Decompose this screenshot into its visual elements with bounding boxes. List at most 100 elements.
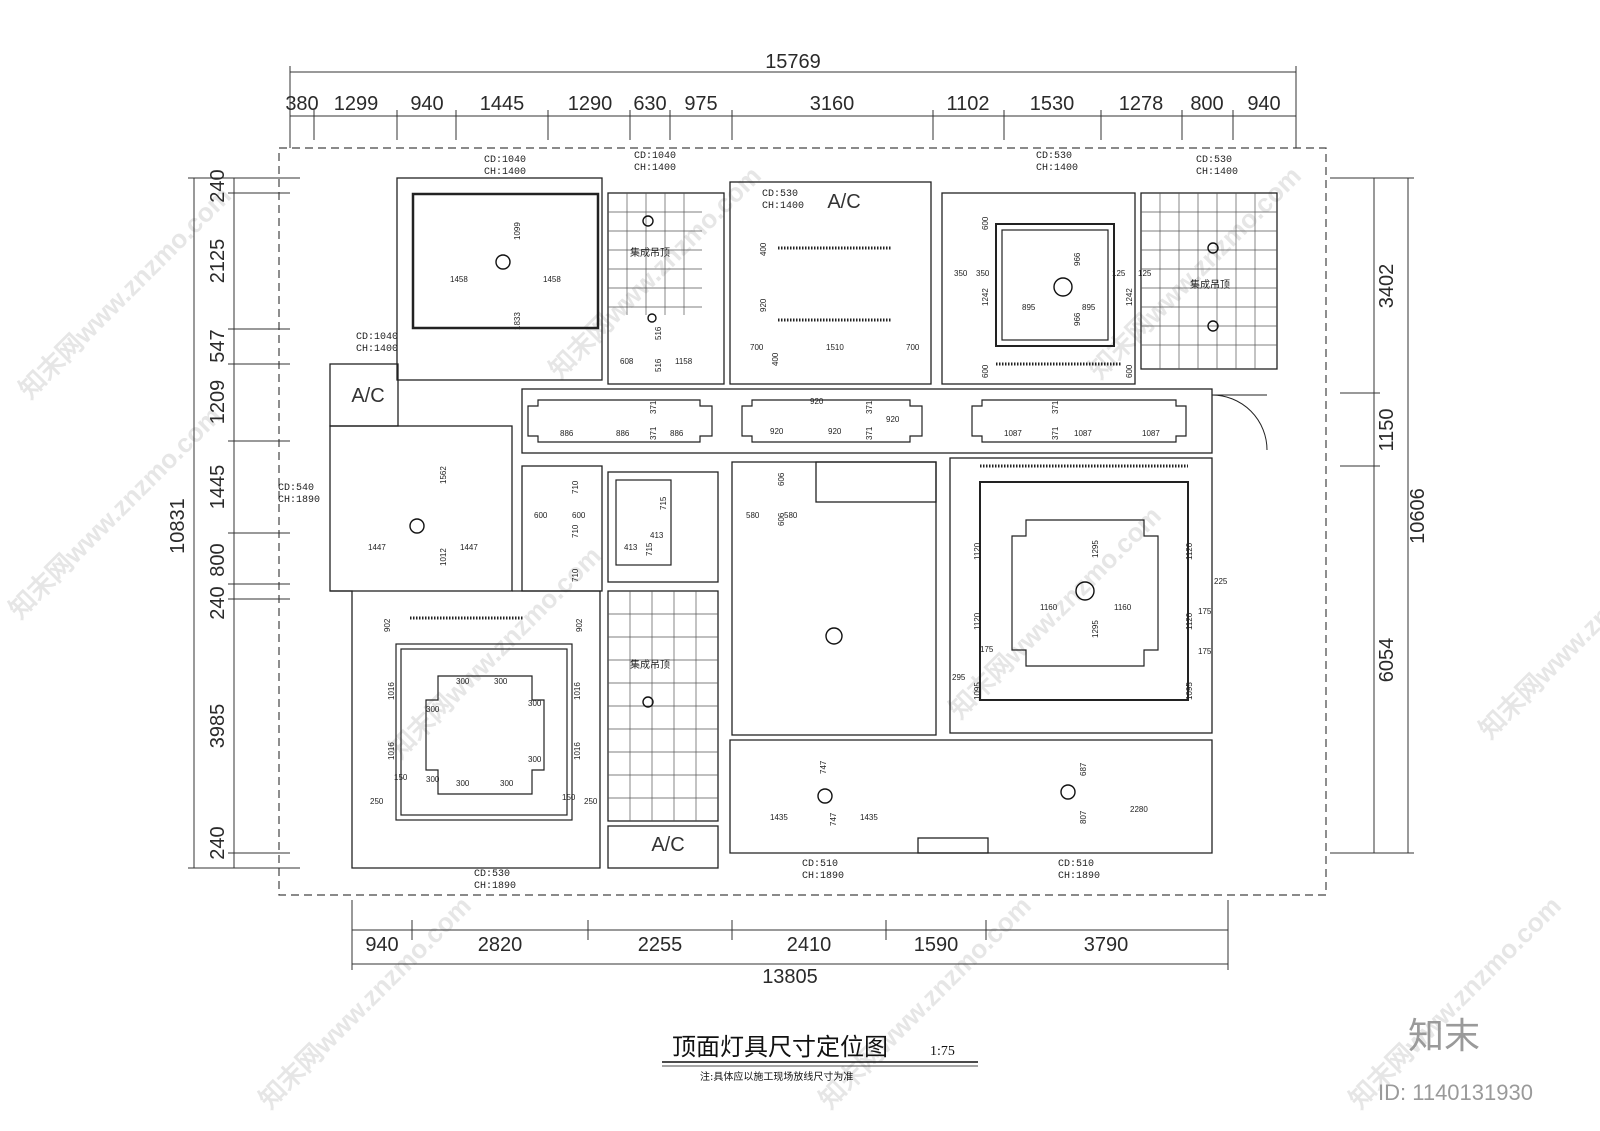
fixture-dim: 2280 <box>1130 805 1148 814</box>
ch-label: CH:1400 <box>1036 163 1078 174</box>
fixture-dim: 1242 <box>1125 288 1134 306</box>
dim-top-segment: 1102 <box>946 93 989 115</box>
fixture-dim: 700 <box>750 343 764 352</box>
bottom-segment-labels: 940 2820 2255 2410 1590 3790 <box>365 934 1128 956</box>
fixture-dim: 1562 <box>439 466 448 484</box>
watermark: 知末网www.znzmo.com <box>13 180 237 404</box>
fixture-dim: 516 <box>654 358 663 372</box>
dim-top-segment: 380 <box>285 93 318 115</box>
spotlight-icon <box>642 215 654 227</box>
top-dimensions <box>289 66 1297 148</box>
fixture-dim: 608 <box>620 357 634 366</box>
fixture-dim: 1458 <box>450 275 468 284</box>
downlight-icon <box>495 254 511 270</box>
fixture-dim: 1120 <box>973 612 982 630</box>
dim-top-segment: 3160 <box>810 93 855 115</box>
fixture-dim: 1120 <box>1185 612 1194 630</box>
fixture-dim: 300 <box>500 779 514 788</box>
dim-bottom-total: 13805 <box>762 966 818 988</box>
dim-left-segment: 240 <box>207 586 229 619</box>
dim-top-segment: 940 <box>1247 93 1280 115</box>
fixture-dim: 1016 <box>573 742 582 760</box>
cd-label: CD:540 <box>278 483 314 494</box>
fixture-dim: 225 <box>1214 577 1228 586</box>
fixture-dim: 1016 <box>387 742 396 760</box>
drawing-title: 顶面灯具尺寸定位图 <box>672 1033 888 1061</box>
integrated-ceiling-label: 集成吊顶 <box>630 246 670 259</box>
dim-left-segment: 240 <box>207 826 229 859</box>
fixture-dim: 295 <box>952 673 966 682</box>
dim-top-segment: 800 <box>1190 93 1223 115</box>
fixture-dim: 413 <box>650 531 664 540</box>
dim-left-segment: 1209 <box>207 380 229 425</box>
fixture-dim: 580 <box>784 511 798 520</box>
linear-light-troughs <box>410 246 1188 620</box>
fixture-dim: 1242 <box>981 288 990 306</box>
spotlight-icon <box>642 696 654 708</box>
fixture-dim: 700 <box>906 343 920 352</box>
ch-label: CH:1890 <box>474 881 516 892</box>
bottom-dimensions <box>351 900 1229 970</box>
dim-left-segment: 3985 <box>207 704 229 749</box>
drawing-note: 注:具体应以施工现场放线尺寸为准 <box>700 1070 853 1083</box>
fixture-dim: 1158 <box>675 357 693 366</box>
fixture-dim: 895 <box>1082 303 1096 312</box>
fixture-dim: 920 <box>828 427 842 436</box>
outer-boundary <box>278 147 1327 896</box>
downlight-icon <box>817 788 833 804</box>
cd-label: CD:530 <box>474 869 510 880</box>
dim-bottom-segment: 940 <box>365 934 398 956</box>
fixture-dim: 710 <box>571 480 580 494</box>
fixture-dim: 175 <box>1198 607 1212 616</box>
dim-left-segment: 240 <box>207 169 229 202</box>
fixture-dim: 966 <box>1073 312 1082 326</box>
fixture-dim: 371 <box>1051 426 1060 440</box>
fixture-dim: 600 <box>534 511 548 520</box>
fixture-dim: 687 <box>1079 762 1088 776</box>
dim-right-total: 10606 <box>1407 488 1429 544</box>
fixture-dim: 350 <box>954 269 968 278</box>
chandelier-icon <box>1075 581 1095 601</box>
fixture-dim: 300 <box>456 779 470 788</box>
fixture-dim: 1095 <box>1185 682 1194 700</box>
ceiling-grids <box>608 193 1277 821</box>
fixture-dim: 1458 <box>543 275 561 284</box>
brand-id: ID: 1140131930 <box>1378 1080 1533 1105</box>
watermark: 知末网www.znzmo.com <box>253 890 477 1114</box>
fixture-dim: 807 <box>1079 810 1088 824</box>
spotlight-icon <box>1207 242 1219 254</box>
fixture-dim: 715 <box>659 496 668 510</box>
fixture-dim: 1435 <box>860 813 878 822</box>
fixture-dim: 300 <box>426 705 440 714</box>
dim-top-segment: 1290 <box>568 93 613 115</box>
fixture-dim: 1120 <box>1185 542 1194 560</box>
dim-bottom-segment: 2820 <box>478 934 523 956</box>
fixture-dim: 1447 <box>460 543 478 552</box>
dim-top-segment: 1278 <box>1119 93 1164 115</box>
fixture-dim: 600 <box>981 364 990 378</box>
fixture-dim: 250 <box>584 797 598 806</box>
fixture-dim: 1016 <box>387 682 396 700</box>
watermark: 知末网www.znzmo.com <box>3 400 227 624</box>
chandelier-icon <box>1053 277 1073 297</box>
ac-label: A/C <box>651 834 684 856</box>
dim-top-segment: 975 <box>684 93 717 115</box>
fixture-dim: 1095 <box>973 682 982 700</box>
brand-logo: 知末 <box>1408 1016 1480 1057</box>
fixture-dim: 747 <box>829 812 838 826</box>
ac-label: A/C <box>351 385 384 407</box>
fixture-dim: 710 <box>571 568 580 582</box>
fixture-dim: 175 <box>1198 647 1212 656</box>
cd-label: CD:530 <box>762 189 798 200</box>
fixture-dim: 125 <box>1138 269 1152 278</box>
ch-label: CH:1890 <box>1058 871 1100 882</box>
fixture-dim: 175 <box>980 645 994 654</box>
downlight-icon <box>825 627 843 645</box>
ch-label: CH:1400 <box>484 167 526 178</box>
fixture-dim: 747 <box>819 760 828 774</box>
right-dimensions <box>1330 177 1414 854</box>
ch-label: CH:1400 <box>762 201 804 212</box>
dim-top-total: 15769 <box>765 51 821 73</box>
ch-label: CH:1400 <box>634 163 676 174</box>
